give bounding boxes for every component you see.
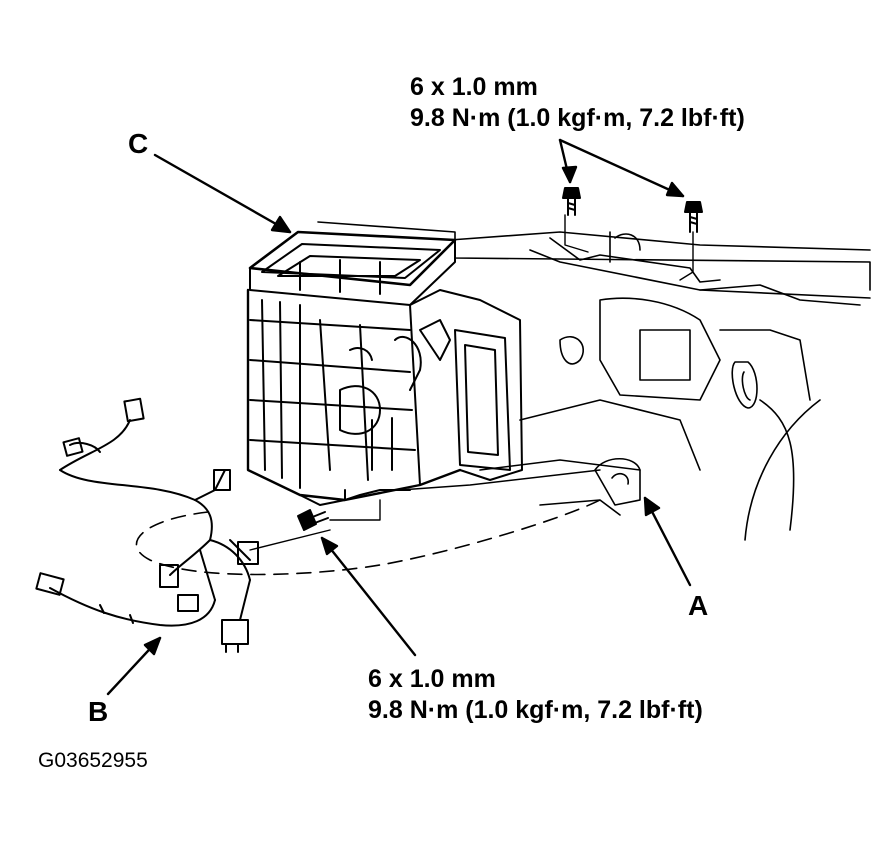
wiring-harness (35, 397, 259, 653)
label-b: B (88, 696, 109, 727)
bolt-top-left (562, 187, 581, 216)
figure-id: G03652955 (38, 749, 148, 772)
label-c: C (128, 128, 149, 159)
heater-housing (246, 230, 523, 506)
dashboard-structure (317, 221, 871, 541)
dashed-path (135, 499, 601, 576)
bottom-torque-spec: 6 x 1.0 mm 9.8 N·m (1.0 kgf·m, 7.2 lbf·f… (368, 664, 703, 726)
bolt-lower (297, 509, 329, 531)
callout-arrows (106, 138, 692, 696)
top-torque-spec: 6 x 1.0 mm 9.8 N·m (1.0 kgf·m, 7.2 lbf·f… (410, 72, 745, 134)
label-a: A (688, 590, 709, 621)
top-bolt-size: 6 x 1.0 mm (410, 73, 538, 101)
top-bolt-torque: 9.8 N·m (1.0 kgf·m, 7.2 lbf·ft) (410, 104, 745, 132)
bottom-bolt-torque: 9.8 N·m (1.0 kgf·m, 7.2 lbf·ft) (368, 696, 703, 724)
bottom-bolt-size: 6 x 1.0 mm (368, 665, 496, 693)
alignment-lines (249, 214, 694, 551)
bolt-top-right (684, 201, 703, 233)
